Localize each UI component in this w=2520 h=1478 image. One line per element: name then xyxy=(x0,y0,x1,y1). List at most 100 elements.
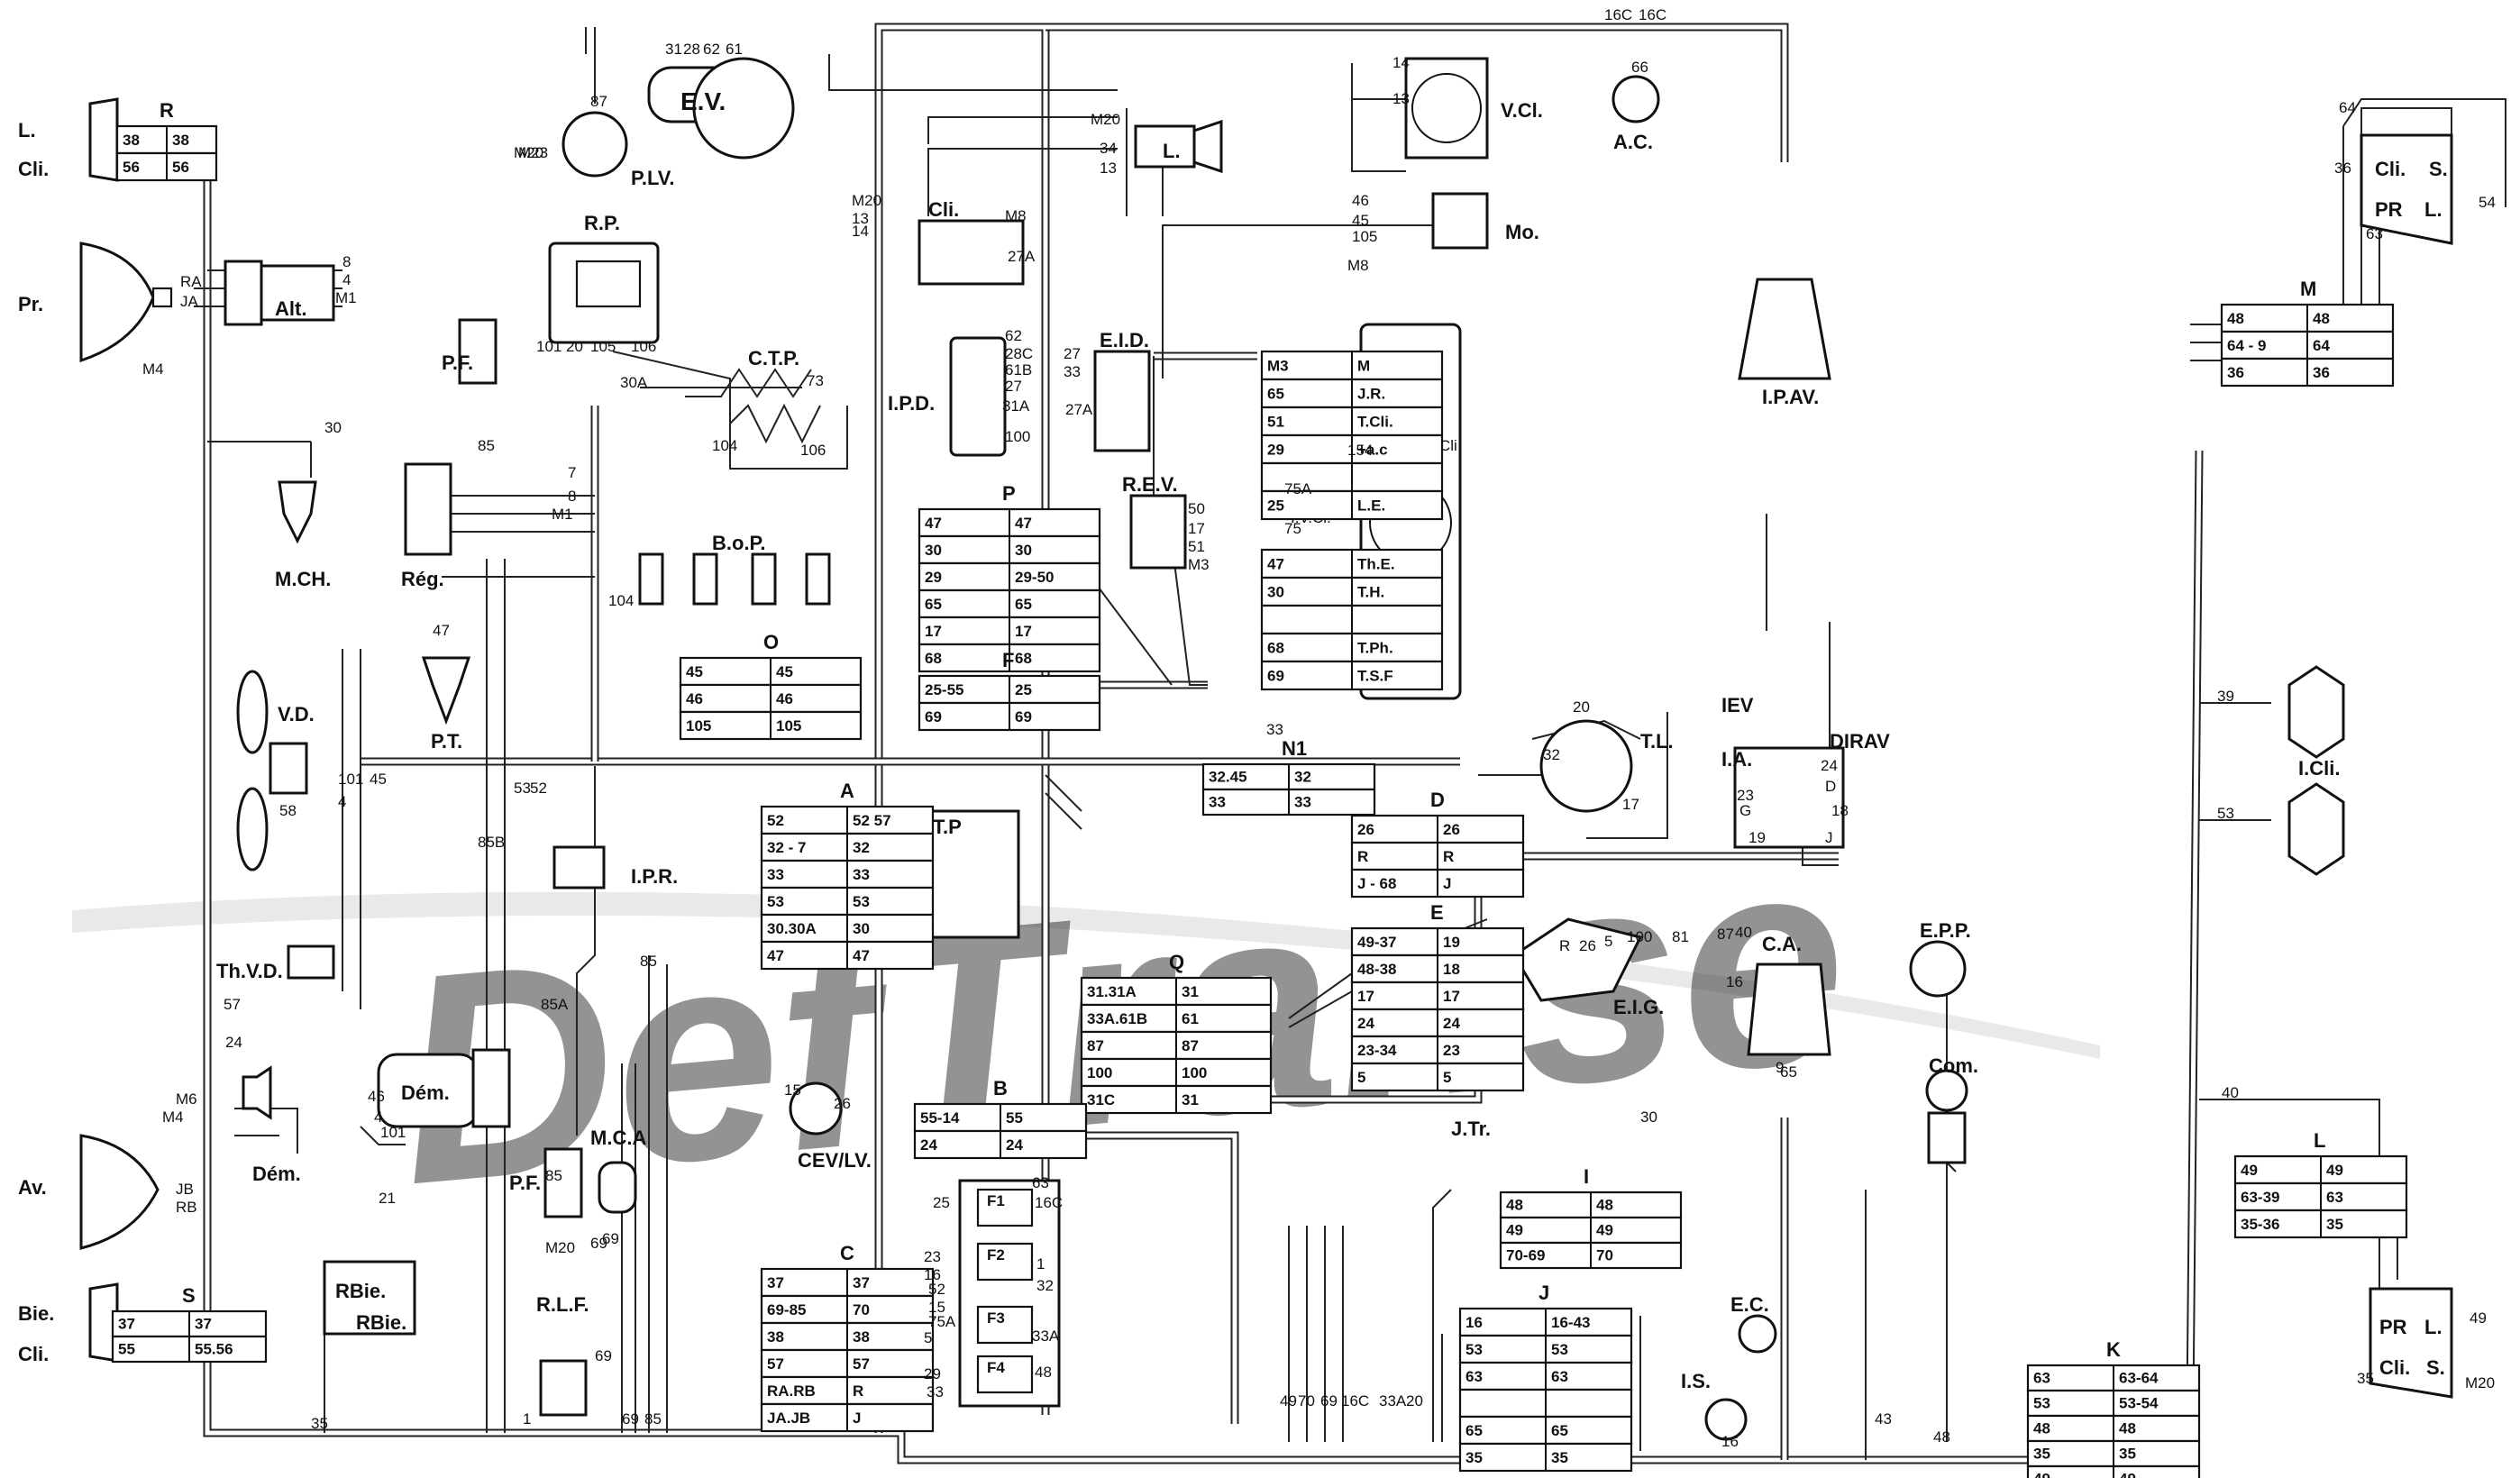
svg-text:L.: L. xyxy=(2424,198,2442,221)
connector-pin: 31.31A xyxy=(1087,983,1137,1000)
label-EPP: I.Cli. xyxy=(2298,757,2340,780)
wire-number: 48 xyxy=(1933,1428,1950,1446)
wire-number: 5 xyxy=(1604,933,1612,950)
wire-number: M23 xyxy=(518,144,548,161)
label-L: L. xyxy=(18,119,36,141)
connector-pin: 33 xyxy=(853,866,870,883)
connector-pin: 35-36 xyxy=(2241,1216,2279,1233)
wire-number: 101 xyxy=(338,771,363,788)
label-IS: CEV/LV. xyxy=(798,1149,872,1172)
label-IVCl: E.I.D. xyxy=(1100,329,1149,351)
connector-pin: 32 - 7 xyxy=(767,839,806,856)
main-harness xyxy=(203,23,2204,1464)
wire-number: 33 xyxy=(1064,363,1081,380)
wire-number: 45 xyxy=(1352,212,1369,229)
connector-pin: 52 xyxy=(767,812,784,829)
connector-pin: 65 xyxy=(1015,596,1032,613)
connector-pin: 69 xyxy=(1267,668,1284,685)
wire-number: 27A xyxy=(1008,248,1036,265)
wire-number: 100 xyxy=(1005,428,1030,445)
svg-text:PR: PR xyxy=(2375,198,2403,221)
ev-motor: E.V. xyxy=(647,57,795,160)
wire-number: JA xyxy=(180,293,199,310)
wire-number: 47 xyxy=(433,622,450,639)
connector-pin: 49 xyxy=(1506,1222,1523,1239)
wire-number: 46 xyxy=(368,1088,385,1105)
eig-switch: C.A. xyxy=(1747,933,1831,1056)
connector-pin: 35 xyxy=(2119,1446,2136,1463)
ec-sensor: Com. xyxy=(1925,1054,1978,1164)
label-Reg: Rég. xyxy=(401,568,444,590)
wire-number: 48 xyxy=(1035,1364,1052,1381)
connector-pin: 45 xyxy=(686,663,703,680)
wire-number: 105 xyxy=(1352,228,1377,245)
connector-pin: T.Ph. xyxy=(1357,640,1393,657)
wire-number: M20 xyxy=(545,1239,575,1256)
wire-number: M4 xyxy=(162,1108,184,1126)
rp-relay: R.P. xyxy=(548,212,660,344)
ifm-switch: E.C. xyxy=(1730,1293,1777,1354)
wire-number: 75A xyxy=(928,1313,956,1330)
connector-pin: 37 xyxy=(853,1274,870,1291)
wire-number: M20 xyxy=(1091,111,1120,128)
wire-number: 87 xyxy=(1717,926,1734,943)
wire-number: 33A xyxy=(1379,1392,1407,1410)
connector-pin: 63 xyxy=(2326,1189,2343,1206)
connector-pin: 70 xyxy=(853,1301,870,1318)
thvd-sensor: Th.V.D. xyxy=(216,944,335,982)
wire-number: 101 xyxy=(380,1124,406,1141)
connector-pin: 17 xyxy=(925,623,942,640)
wire-number: 1 xyxy=(523,1410,531,1428)
wire-number: 20 xyxy=(566,338,583,355)
wire-number: 4 xyxy=(342,271,351,288)
connector-pin: 65 xyxy=(1465,1422,1483,1439)
connector-pin: 61 xyxy=(1182,1010,1199,1027)
connector-pin: 46 xyxy=(776,690,793,707)
wire-number: 25 xyxy=(933,1194,950,1211)
wire-number: G xyxy=(1739,802,1751,819)
connector-pin: 87 xyxy=(1087,1037,1104,1054)
connector-pin: 23-34 xyxy=(1357,1042,1397,1059)
connector-pin: 26 xyxy=(1443,821,1460,838)
wire-number: 20 xyxy=(1573,698,1590,716)
connector-pin: 56 xyxy=(123,159,140,176)
label-CTP: C.T.P. xyxy=(748,347,799,370)
wire-number: 13 xyxy=(1100,160,1117,177)
wire-number: 7 xyxy=(568,464,576,481)
connector-pin: 31C xyxy=(1087,1091,1115,1108)
ipd-switch: Mo. xyxy=(1431,192,1539,250)
connector-pin: 32 xyxy=(1294,769,1311,786)
connector-pin: 23 xyxy=(1443,1042,1460,1059)
connector-pin: 37 xyxy=(767,1274,784,1291)
wire-number: 36 xyxy=(2334,160,2351,177)
connector-label: J xyxy=(1538,1282,1549,1304)
wire-number: 85 xyxy=(478,437,495,454)
connector-label: S xyxy=(182,1284,196,1307)
connector-pin: 47 xyxy=(1267,556,1284,573)
wire-number: 33 xyxy=(1266,721,1283,738)
wire-number: 30A xyxy=(620,374,648,391)
connector-pin: 33 xyxy=(1209,794,1226,811)
connector-pin: T.Cli. xyxy=(1357,414,1393,431)
label-PLV: P.LV. xyxy=(631,167,675,189)
rlf-reservoir: R.L.F. xyxy=(536,1293,589,1417)
wire-number: 17 xyxy=(1188,520,1205,537)
wire-number: 106 xyxy=(800,442,826,459)
wire-number: 154 xyxy=(1347,442,1373,459)
headlamp-top: Pr. xyxy=(18,242,173,363)
label-RBie: RBie. xyxy=(335,1280,386,1302)
wire-number: 30 xyxy=(324,419,342,436)
connector-pin: 29-50 xyxy=(1015,569,1054,586)
connector-pin: 32.45 xyxy=(1209,769,1247,786)
wire-number: 69 xyxy=(590,1235,607,1252)
wire-number: JB xyxy=(176,1181,194,1198)
svg-text:F1: F1 xyxy=(987,1192,1005,1209)
wire-number: R xyxy=(1559,937,1570,954)
connector-pin: 52 57 xyxy=(853,812,891,829)
